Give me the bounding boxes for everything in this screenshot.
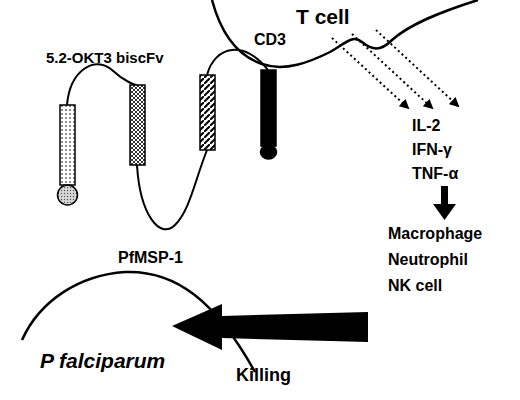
biscfv-linker — [67, 50, 268, 229]
parasite-membrane — [22, 272, 255, 372]
cytokine-name: IL-2 — [412, 118, 440, 134]
effector-cell-name: NK cell — [388, 278, 442, 294]
killing-arrow — [172, 304, 368, 350]
cell-name: T cell — [296, 6, 350, 27]
effector-cell-name: Neutrophil — [388, 252, 468, 268]
signal-arrows — [332, 30, 458, 108]
process-label: Killing — [236, 366, 291, 384]
biscfv-domains — [58, 70, 277, 205]
organism-name: P falciparum — [40, 350, 165, 371]
cytokine-name: IFN-γ — [412, 142, 452, 158]
t-cell-membrane — [212, 0, 478, 67]
down-arrow — [433, 186, 456, 220]
receptor-name: CD3 — [254, 32, 286, 48]
effector-cell-name: Macrophage — [388, 226, 482, 242]
molecule-name: 5.2-OKT3 biscFv — [46, 50, 164, 65]
cytokine-name: TNF-α — [412, 166, 458, 182]
antigen-name: PfMSP-1 — [118, 250, 183, 266]
